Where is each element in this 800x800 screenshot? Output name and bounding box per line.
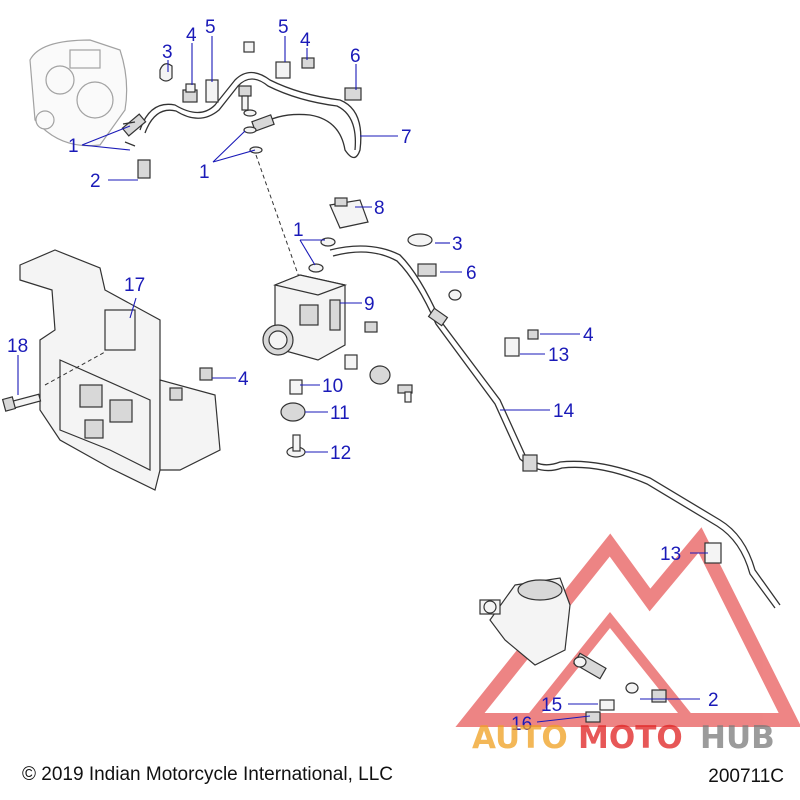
- watermark-hub: HUB: [700, 720, 775, 756]
- grommet-10: [289, 354, 358, 395]
- bolt-banjo: [238, 85, 252, 111]
- bolt-18: [1, 393, 42, 412]
- alignment-line: [255, 154, 301, 281]
- bleeder-2-top: [137, 159, 151, 179]
- callout-18: 18: [7, 336, 28, 357]
- watermark-moto: MOTO: [578, 720, 683, 756]
- callout-17: 17: [124, 275, 145, 296]
- callout-6a: 6: [350, 46, 361, 67]
- callout-1a: 1: [68, 136, 79, 157]
- callout-1c: 1: [293, 220, 304, 241]
- document-number: 200711C: [708, 766, 784, 787]
- callout-15: 15: [541, 695, 562, 716]
- callout-5a: 5: [205, 17, 216, 38]
- copyright-text: © 2019 Indian Motorcycle International, …: [22, 764, 393, 785]
- callout-leaders: [17, 36, 708, 723]
- clamp-5-right: [243, 41, 291, 79]
- isolator-11: [280, 365, 391, 422]
- callout-2a: 2: [90, 171, 101, 192]
- callout-9: 9: [364, 294, 375, 315]
- callout-10: 10: [322, 376, 343, 397]
- watermark-text: AUTO MOTO HUB: [472, 720, 775, 756]
- master-cylinder: [479, 577, 667, 723]
- clamp-5-top: [205, 79, 219, 103]
- watermark-logo: [455, 527, 800, 727]
- callout-16: 16: [511, 714, 532, 735]
- alignment-line-bracket: [44, 351, 106, 386]
- nut-4-right: [301, 57, 315, 69]
- callout-4b: 4: [300, 30, 311, 51]
- callout-3a: 3: [162, 42, 173, 63]
- watermark-auto: AUTO: [472, 720, 568, 756]
- fitting-6-top: [344, 87, 362, 101]
- callout-4d: 4: [238, 369, 249, 390]
- brake-caliper: [29, 39, 128, 147]
- callout-7: 7: [401, 127, 412, 148]
- washers-1-top: [122, 109, 263, 154]
- clip-3-top: [159, 63, 173, 82]
- callout-13a: 13: [548, 345, 569, 366]
- callout-4a: 4: [186, 25, 197, 46]
- washers-1-mid: [308, 237, 336, 273]
- callout-2b: 2: [708, 690, 719, 711]
- callout-1b: 1: [199, 162, 210, 183]
- callout-4c: 4: [583, 325, 594, 346]
- callout-6b: 6: [466, 263, 477, 284]
- clip-3-mid: [407, 233, 433, 247]
- callout-11: 11: [330, 403, 350, 424]
- nut-4-top: [182, 83, 198, 103]
- callout-3b: 3: [452, 234, 463, 255]
- abs-module: [262, 274, 378, 361]
- clamp-13-mid: [504, 329, 539, 357]
- screw-12: [286, 384, 413, 458]
- callout-8: 8: [374, 198, 385, 219]
- mounting-bracket-17: [19, 249, 221, 491]
- brake-line-rear: [329, 245, 781, 609]
- bracket-8: [329, 197, 369, 229]
- callout-5b: 5: [278, 17, 289, 38]
- callout-13b: 13: [660, 544, 681, 565]
- callout-labels: 1 1 1 2 2 3 3 4 4 4 4 5 5 6 6 7 8 9 10 1…: [7, 17, 719, 735]
- callout-12: 12: [330, 443, 351, 464]
- fitting-6-mid: [417, 263, 462, 301]
- callout-14: 14: [553, 401, 575, 422]
- brake-line-front: [121, 71, 362, 159]
